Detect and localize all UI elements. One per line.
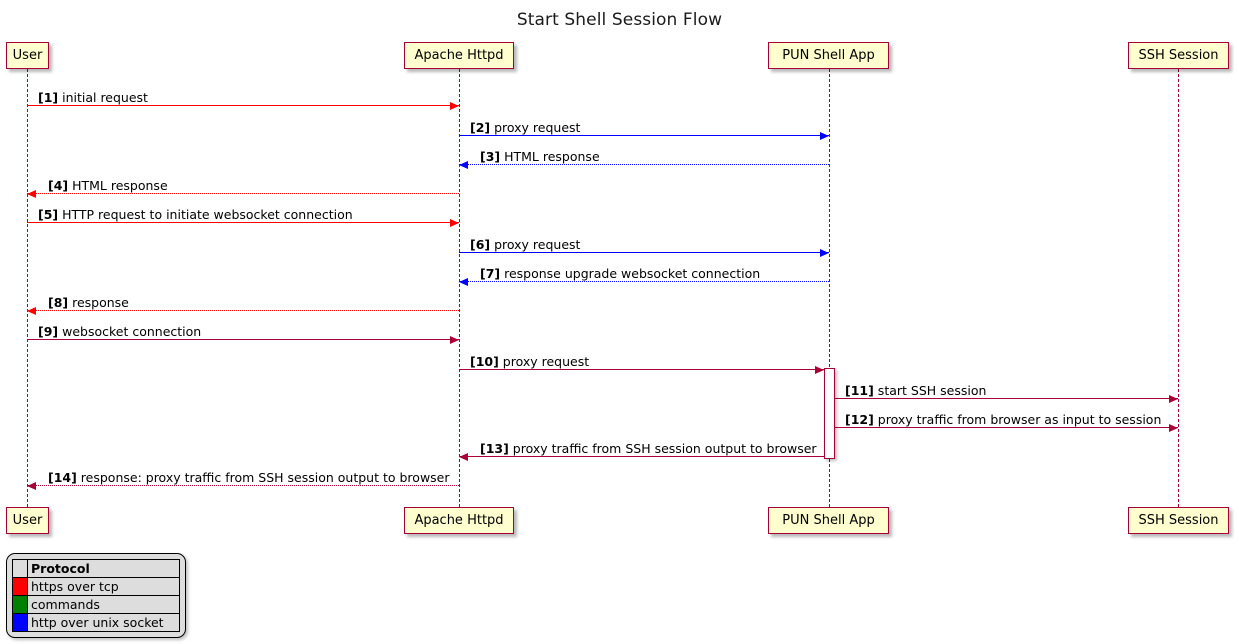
message-number: [2]: [470, 120, 491, 135]
legend-header-row: Protocol: [12, 559, 180, 578]
lifeline-ssh-session: [1178, 69, 1179, 507]
participant-top-user: User: [6, 42, 49, 69]
message-number: [4]: [48, 178, 69, 193]
legend-row: http over unix socket: [12, 613, 180, 632]
message-text: websocket connection: [58, 324, 202, 339]
arrow-head-8: [27, 306, 36, 315]
message-text: HTML response: [500, 149, 600, 164]
message-label-5: [5] HTTP request to initiate websocket c…: [38, 208, 353, 222]
arrow-head-11: [1169, 394, 1178, 403]
message-number: [14]: [48, 470, 77, 485]
message-text: response: [68, 295, 129, 310]
message-label-7: [7] response upgrade websocket connectio…: [480, 267, 760, 281]
message-number: [6]: [470, 237, 491, 252]
message-text: initial request: [58, 90, 148, 105]
message-number: [12]: [845, 412, 874, 427]
message-number: [3]: [480, 149, 501, 164]
legend-swatch-https-over-tcp: [12, 577, 28, 596]
message-text: response: proxy traffic from SSH session…: [76, 470, 450, 485]
message-label-9: [9] websocket connection: [38, 325, 201, 339]
arrow-head-14: [27, 481, 36, 490]
message-arrow-4: [27, 193, 459, 194]
message-arrow-3: [459, 164, 829, 165]
arrow-head-13: [459, 452, 468, 461]
participant-bottom-pun-shell-app: PUN Shell App: [768, 507, 889, 534]
arrow-head-5: [450, 218, 459, 227]
participant-bottom-apache-httpd: Apache Httpd: [404, 507, 514, 534]
legend-header-swatch: [12, 559, 28, 578]
message-label-3: [3] HTML response: [480, 150, 600, 164]
message-label-4: [4] HTML response: [48, 179, 168, 193]
message-text: proxy request: [490, 120, 581, 135]
message-arrow-14: [27, 485, 459, 486]
page-title: Start Shell Session Flow: [516, 10, 723, 30]
message-label-1: [1] initial request: [38, 91, 148, 105]
message-label-14: [14] response: proxy traffic from SSH se…: [48, 471, 450, 485]
message-label-11: [11] start SSH session: [845, 384, 986, 398]
message-arrow-8: [27, 310, 459, 311]
legend-label-commands: commands: [27, 595, 180, 614]
legend-row: commands: [12, 595, 180, 614]
message-label-12: [12] proxy traffic from browser as input…: [845, 413, 1161, 427]
participant-top-ssh-session: SSH Session: [1128, 42, 1229, 69]
message-arrow-13: [459, 456, 824, 457]
lifeline-user: [27, 69, 28, 507]
participant-top-apache-httpd: Apache Httpd: [404, 42, 514, 69]
message-label-2: [2] proxy request: [470, 121, 580, 135]
message-text: proxy traffic from browser as input to s…: [873, 412, 1162, 427]
message-text: proxy traffic from SSH session output to…: [508, 441, 817, 456]
arrow-head-4: [27, 189, 36, 198]
arrow-head-3: [459, 160, 468, 169]
legend-label-http-over-unix-socket: http over unix socket: [27, 613, 180, 632]
arrow-head-1: [450, 101, 459, 110]
message-arrow-9: [27, 339, 459, 340]
message-number: [9]: [38, 324, 59, 339]
message-text: proxy request: [490, 237, 581, 252]
arrow-head-12: [1169, 423, 1178, 432]
message-text: HTTP request to initiate websocket conne…: [58, 207, 353, 222]
message-label-6: [6] proxy request: [470, 238, 580, 252]
legend-swatch-http-over-unix-socket: [12, 613, 28, 632]
message-label-13: [13] proxy traffic from SSH session outp…: [480, 442, 817, 456]
message-number: [8]: [48, 295, 69, 310]
legend-row: https over tcp: [12, 577, 180, 596]
message-arrow-2: [459, 135, 829, 136]
message-text: HTML response: [68, 178, 168, 193]
participant-top-pun-shell-app: PUN Shell App: [768, 42, 889, 69]
arrow-head-2: [820, 131, 829, 140]
message-arrow-7: [459, 281, 829, 282]
arrow-head-10: [815, 365, 824, 374]
activation-bar: [824, 368, 835, 459]
lifeline-apache-httpd: [459, 69, 460, 507]
legend-swatch-commands: [12, 595, 28, 614]
message-arrow-6: [459, 252, 829, 253]
message-number: [11]: [845, 383, 874, 398]
legend-label-https-over-tcp: https over tcp: [27, 577, 180, 596]
message-number: [7]: [480, 266, 501, 281]
message-number: [5]: [38, 207, 59, 222]
message-text: response upgrade websocket connection: [500, 266, 761, 281]
message-arrow-10: [459, 369, 824, 370]
message-label-8: [8] response: [48, 296, 129, 310]
message-number: [1]: [38, 90, 59, 105]
message-number: [13]: [480, 441, 509, 456]
arrow-head-6: [820, 248, 829, 257]
message-arrow-12: [835, 427, 1178, 428]
lifeline-pun-shell-app: [829, 69, 830, 507]
arrow-head-9: [450, 335, 459, 344]
message-arrow-1: [27, 105, 459, 106]
message-text: start SSH session: [873, 383, 987, 398]
message-arrow-11: [835, 398, 1178, 399]
arrow-head-7: [459, 277, 468, 286]
message-arrow-5: [27, 222, 459, 223]
message-text: proxy request: [498, 354, 590, 369]
message-label-10: [10] proxy request: [470, 355, 589, 369]
participant-bottom-user: User: [6, 507, 49, 534]
message-number: [10]: [470, 354, 499, 369]
participant-bottom-ssh-session: SSH Session: [1128, 507, 1229, 534]
legend-header-label: Protocol: [27, 559, 180, 578]
